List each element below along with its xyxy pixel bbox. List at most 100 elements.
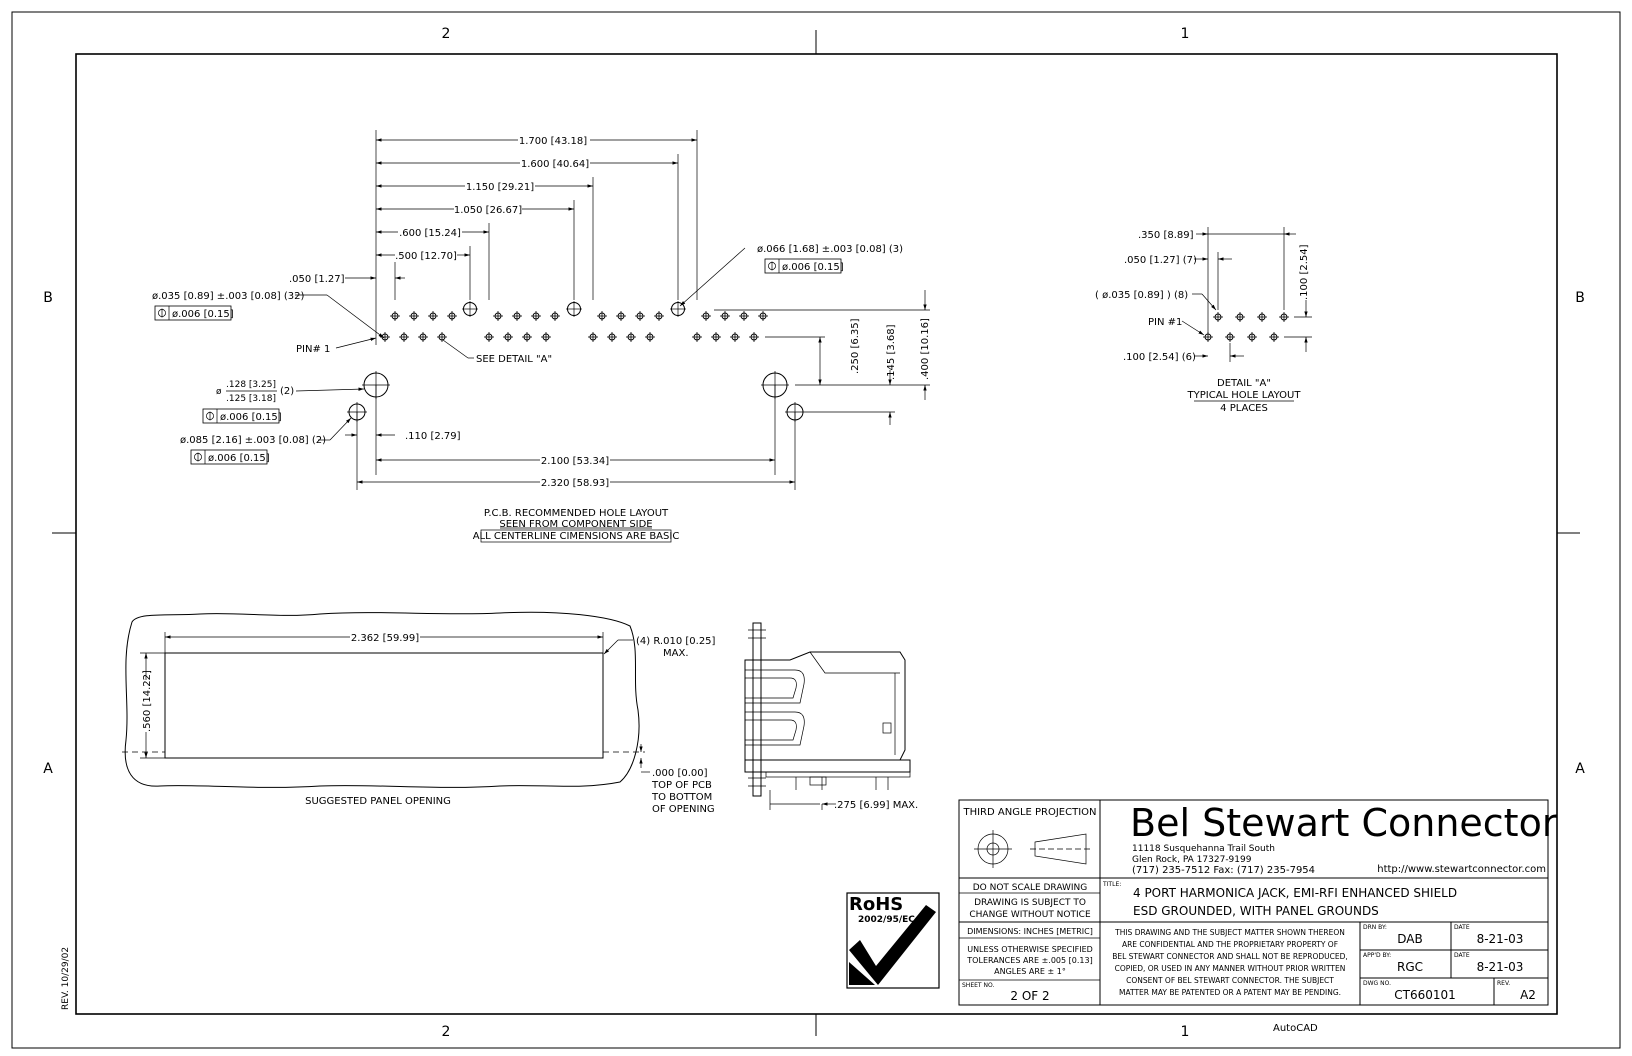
rohs-sub: 2002/95/EC bbox=[858, 915, 915, 925]
panel-radius-1: (4) R.010 [0.25] bbox=[636, 636, 716, 647]
confidential-5: CONSENT OF BEL STEWART CONNECTOR. THE SU… bbox=[1126, 976, 1334, 985]
subject-change-2: CHANGE WITHOUT NOTICE bbox=[969, 910, 1091, 920]
panel-dim-000-4: OF OPENING bbox=[652, 804, 715, 815]
dim-128-top: .128 [3.25] bbox=[226, 380, 276, 390]
dim-400: .400 [10.16] bbox=[920, 318, 931, 380]
rev-label: REV. bbox=[1497, 980, 1510, 987]
dim-2100: 2.100 [53.34] bbox=[541, 456, 609, 467]
tolerance-1: UNLESS OTHERWISE SPECIFIED bbox=[967, 945, 1093, 954]
dim-1050: 1.050 [26.67] bbox=[454, 205, 522, 216]
title-line-2: ESD GROUNDED, WITH PANEL GROUNDS bbox=[1133, 904, 1379, 918]
zone-bottom-1: 1 bbox=[1181, 1024, 1190, 1040]
drn-value: DAB bbox=[1397, 932, 1422, 946]
panel-opening: 2.362 [59.99] .560 [14.22] (4) R.010 [0.… bbox=[122, 611, 716, 815]
title-line-1: 4 PORT HARMONICA JACK, EMI-RFI ENHANCED … bbox=[1133, 886, 1457, 900]
dim-128-qty: (2) bbox=[280, 386, 294, 397]
panel-dim-560: .560 [14.22] bbox=[142, 670, 153, 732]
dim-1600: 1.600 [40.64] bbox=[521, 159, 589, 170]
pin1-label: PIN# 1 bbox=[296, 344, 330, 355]
dim-128-bot: .125 [3.18] bbox=[226, 394, 276, 404]
no-scale-label: DO NOT SCALE DRAWING bbox=[973, 883, 1088, 893]
detail-dim-050: .050 [1.27] (7) bbox=[1124, 255, 1197, 266]
zone-right-b: B bbox=[1575, 290, 1585, 306]
dim-1700: 1.700 [43.18] bbox=[519, 136, 587, 147]
tolerance-3: ANGLES ARE ± 1° bbox=[994, 967, 1066, 976]
dimensions-label: DIMENSIONS: INCHES [METRIC] bbox=[967, 927, 1093, 936]
company-addr-2: Glen Rock, PA 17327-9199 bbox=[1132, 855, 1252, 865]
zone-right-a: A bbox=[1575, 761, 1585, 777]
zone-left-b: B bbox=[43, 290, 53, 306]
drn-date-label: DATE bbox=[1454, 924, 1470, 931]
rohs-title: RoHS bbox=[849, 894, 903, 915]
title-block: THIRD ANGLE PROJECTION Bel Stewart Conne… bbox=[958, 799, 1558, 1006]
appd-label: APP'D BY: bbox=[1363, 952, 1391, 959]
appd-date-value: 8-21-03 bbox=[1477, 960, 1524, 974]
pcb-caption-2: SEEN FROM COMPONENT SIDE bbox=[499, 519, 652, 530]
panel-dim-000-2: TOP OF PCB bbox=[651, 780, 712, 791]
company-addr-1: 11118 Susquehanna Trail South bbox=[1132, 844, 1275, 854]
dim-050: .050 [1.27] bbox=[289, 274, 345, 285]
panel-radius-2: MAX. bbox=[663, 648, 689, 659]
appd-date-label: DATE bbox=[1454, 952, 1470, 959]
autocad-label: AutoCAD bbox=[1273, 1023, 1318, 1034]
dwg-label: DWG NO. bbox=[1363, 980, 1391, 987]
dim-1150: 1.150 [29.21] bbox=[466, 182, 534, 193]
see-detail-label: SEE DETAIL "A" bbox=[476, 354, 552, 365]
dwg-value: CT660101 bbox=[1394, 988, 1456, 1002]
dim-145: .145 [3.68] bbox=[886, 324, 897, 380]
dim-035-tol: ø.006 [0.15] bbox=[172, 309, 234, 320]
confidential-2: ARE CONFIDENTIAL AND THE PROPRIETARY PRO… bbox=[1122, 940, 1338, 949]
confidential-3: BEL STEWART CONNECTOR AND SHALL NOT BE R… bbox=[1112, 952, 1348, 961]
subject-change-1: DRAWING IS SUBJECT TO bbox=[974, 898, 1086, 908]
detail-dim-100-h: .100 [2.54] (6) bbox=[1123, 352, 1196, 363]
dim-600: .600 [15.24] bbox=[399, 228, 461, 239]
dim-110: .110 [2.79] bbox=[405, 431, 461, 442]
rev-note: REV. 10/29/02 bbox=[61, 947, 71, 1010]
detail-caption-2: TYPICAL HOLE LAYOUT bbox=[1187, 390, 1302, 401]
outer-border bbox=[11, 11, 1621, 1049]
zone-left-a: A bbox=[43, 761, 53, 777]
projection-label: THIRD ANGLE PROJECTION bbox=[962, 807, 1096, 818]
drn-label: DRN BY: bbox=[1363, 924, 1387, 931]
sheet-value: 2 OF 2 bbox=[1010, 989, 1049, 1003]
detail-dim-100-v: .100 [2.54] bbox=[1299, 244, 1310, 300]
company-addr-3: (717) 235-7512 Fax: (717) 235-7954 bbox=[1132, 865, 1315, 876]
detail-dim-035: ( ø.035 [0.89] ) (8) bbox=[1095, 290, 1188, 301]
company-name: Bel Stewart Connector bbox=[1130, 801, 1558, 845]
dim-250: .250 [6.35] bbox=[850, 318, 861, 374]
dim-128-tol: ø.006 [0.15] bbox=[220, 412, 282, 423]
ground-holes bbox=[462, 301, 686, 317]
zone-top-1: 1 bbox=[1181, 26, 1190, 42]
detail-caption-1: DETAIL "A" bbox=[1217, 378, 1271, 389]
appd-value: RGC bbox=[1397, 960, 1423, 974]
dim-035: ø.035 [0.89] ±.003 [0.08] (32) bbox=[152, 291, 305, 302]
confidential-1: THIS DRAWING AND THE SUBJECT MATTER SHOW… bbox=[1114, 928, 1345, 937]
inner-border bbox=[75, 53, 1558, 1015]
detail-dim-350: .350 [8.89] bbox=[1138, 230, 1194, 241]
mounting-holes bbox=[347, 371, 805, 422]
detail-caption-3: 4 PLACES bbox=[1220, 403, 1268, 414]
drn-date-value: 8-21-03 bbox=[1477, 932, 1524, 946]
pcb-hole-layout: 1.700 [43.18] 1.600 [40.64] 1.150 [29.21… bbox=[152, 130, 931, 543]
dim-500: .500 [12.70] bbox=[395, 251, 457, 262]
detail-pin1: PIN #1 bbox=[1148, 317, 1182, 328]
panel-caption: SUGGESTED PANEL OPENING bbox=[305, 796, 451, 807]
panel-dim-000-3: TO BOTTOM bbox=[651, 792, 712, 803]
pcb-caption-1: P.C.B. RECOMMENDED HOLE LAYOUT bbox=[484, 508, 669, 519]
rohs-logo: RoHS 2002/95/EC bbox=[846, 892, 940, 989]
dim-128-prefix: ø bbox=[216, 387, 222, 397]
pcb-caption-3: ALL CENTERLINE CIMENSIONS ARE BASIC bbox=[473, 531, 680, 542]
company-url: http://www.stewartconnector.com bbox=[1377, 864, 1546, 875]
confidential-6: MATTER MAY BE PATENTED OR A PATENT MAY B… bbox=[1119, 988, 1341, 997]
panel-dim-000-1: .000 [0.00] bbox=[652, 768, 708, 779]
dim-085-tol: ø.006 [0.15] bbox=[208, 453, 270, 464]
dim-066-tol: ø.006 [0.15] bbox=[782, 262, 844, 273]
pin-row-bottom bbox=[379, 331, 760, 343]
sheet-label: SHEET NO. bbox=[962, 982, 994, 989]
title-label: TITLE: bbox=[1102, 881, 1121, 888]
dim-085: ø.085 [2.16] ±.003 [0.08] (2) bbox=[180, 435, 326, 446]
zone-top-2: 2 bbox=[442, 26, 451, 42]
side-dim-275: .275 [6.99] MAX. bbox=[834, 800, 918, 811]
zone-bottom-2: 2 bbox=[442, 1024, 451, 1040]
